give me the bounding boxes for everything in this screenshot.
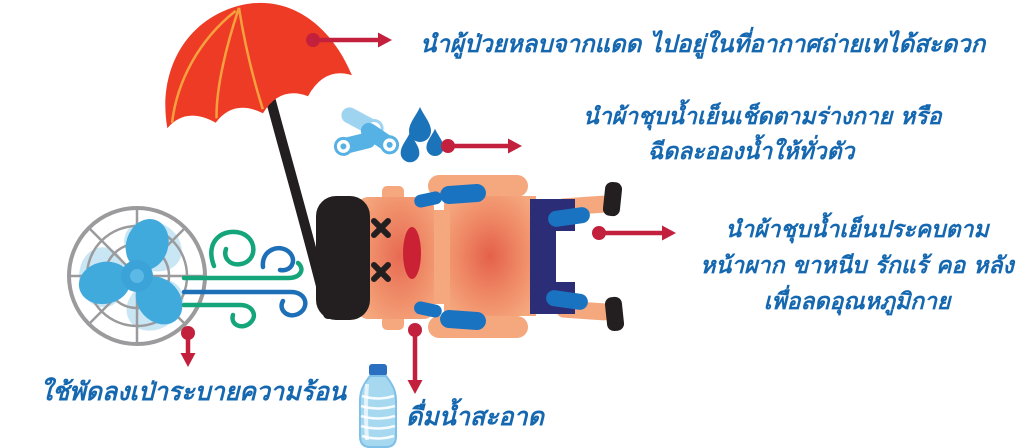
annotation-move-patient: นำผู้ป่วยหลบจากแดด ไปอยู่ในที่อากาศถ่ายเ…: [420, 30, 986, 58]
annotation-cool-wipe: นำผ้าชุบน้ำเย็นเช็ดตามร่างกาย หรือ ฉีดละ…: [583, 100, 942, 170]
annotation-cold-compress-line1: นำผ้าชุบน้ำเย็นประคบตาม: [725, 217, 989, 243]
annotation-cold-compress: นำผ้าชุบน้ำเย็นประคบตาม หน้าผาก ขาหนีบ ร…: [688, 212, 1024, 320]
patient-mouth: [403, 227, 421, 279]
annotation-cold-compress-line2: หน้าผาก ขาหนีบ รักแร้ คอ หลัง: [700, 253, 1014, 279]
water-bottle-icon: [359, 364, 397, 448]
annotation-drink-water: ดื่มน้ำสะอาด: [406, 402, 544, 431]
fan-blades: [78, 219, 183, 325]
arrow-droplets-to-text: [441, 138, 522, 154]
patient-foot-top: [602, 181, 623, 217]
arrow-groin-to-bottle-text: [407, 323, 423, 394]
annotation-cold-compress-line3: เพื่อลดอุณหภูมิกาย: [763, 289, 951, 315]
patient-eyes: [371, 218, 391, 282]
umbrella-ribs: [170, 7, 265, 123]
compress-pads: [414, 184, 590, 330]
arrow-hip-to-text: [592, 225, 676, 241]
annotation-use-fan: ใช้พัดลงเป่าระบายความร้อน: [40, 377, 347, 406]
pointer-arrows: [180, 32, 676, 394]
arrow-umbrella-to-text: [306, 32, 392, 48]
fan-hub-center: [130, 269, 144, 283]
rolled-towels-icon: [333, 107, 400, 156]
annotation-cool-wipe-line2: ฉีดละอองน้ำให้ทั่วตัว: [647, 139, 855, 165]
patient-hair: [316, 196, 370, 320]
patient-torso: [444, 196, 536, 316]
water-droplets-icon: [400, 107, 444, 163]
patient-foot-bottom: [604, 296, 625, 332]
patient-shorts: [530, 199, 575, 314]
wind-swirls-icon: [181, 229, 308, 329]
annotation-cool-wipe-line1: นำผ้าชุบน้ำเย็นเช็ดตามร่างกาย หรือ: [583, 104, 942, 130]
patient-figure: [316, 175, 625, 338]
fan-icon: [67, 206, 207, 346]
arrow-fan-to-text: [180, 326, 196, 367]
